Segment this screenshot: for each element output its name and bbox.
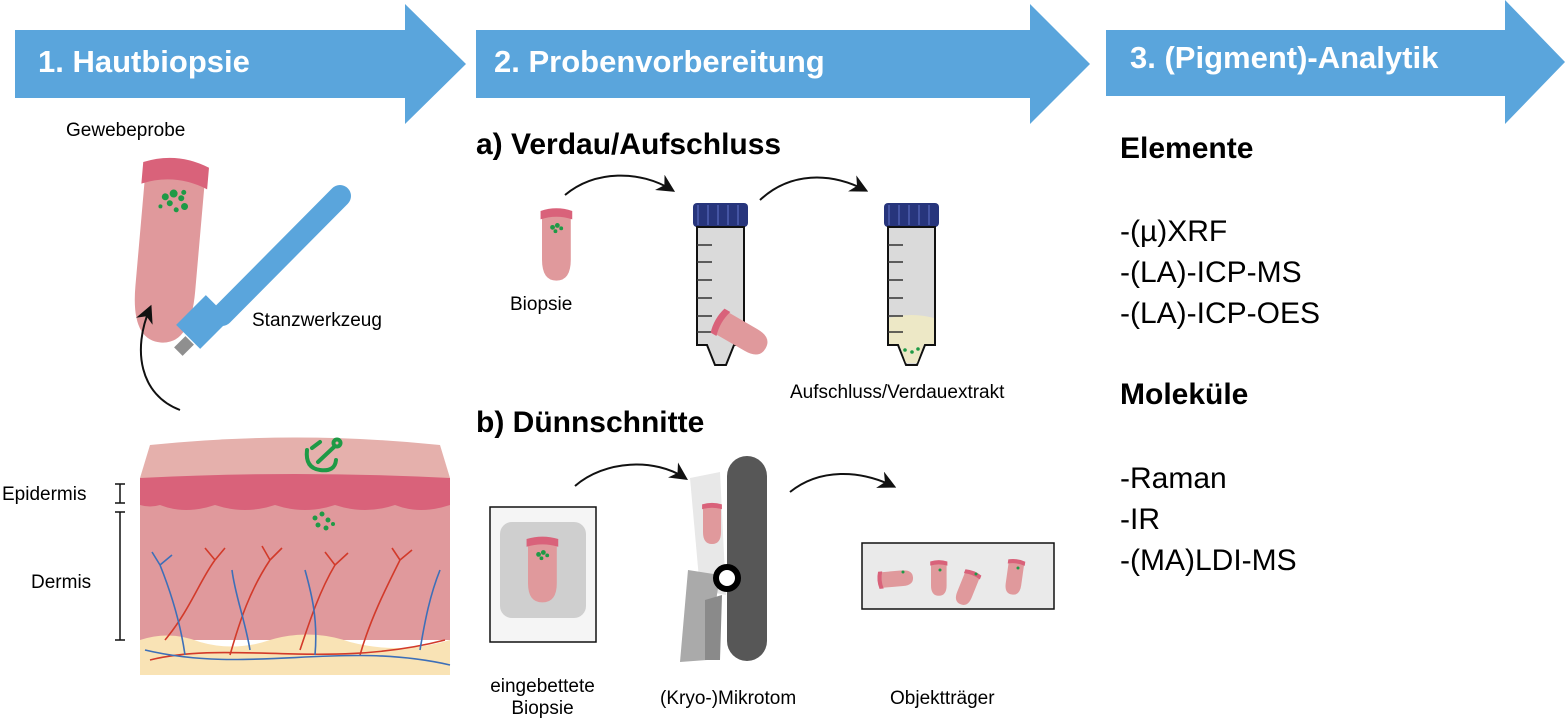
step-2-label: 2. Probenvorbereitung xyxy=(494,44,825,79)
digest-tube-icon xyxy=(693,203,773,366)
curved-arrow-up xyxy=(136,304,181,411)
extract-label: Aufschluss/Verdauextrakt xyxy=(790,382,1005,403)
embedded-label-line2: Biopsie xyxy=(511,698,574,719)
elements-method-2: -(LA)-ICP-MS xyxy=(1120,256,1302,289)
embedded-label-line1: eingebettete xyxy=(490,676,595,697)
sections-heading: b) Dünnschnitte xyxy=(476,406,705,439)
layer-brackets xyxy=(115,483,125,641)
tissue-sample xyxy=(127,155,210,346)
molecules-heading: Moleküle xyxy=(1120,378,1249,411)
molecules-method-2: -IR xyxy=(1120,503,1160,536)
epidermis-label: Epidermis xyxy=(2,484,87,505)
slide-icon xyxy=(861,542,1055,610)
biopsy-small xyxy=(540,208,573,281)
sample-label: Gewebeprobe xyxy=(66,120,186,141)
extract-tube-icon xyxy=(884,203,939,366)
step-arrow-3 xyxy=(1106,0,1565,124)
punch-tool-icon xyxy=(174,185,351,356)
arrow-embedded-to-microtome xyxy=(574,462,688,487)
anchor-tattoo-icon xyxy=(304,437,343,473)
embedded-label: eingebettete Biopsie xyxy=(470,676,615,720)
arrow-tube-to-extract xyxy=(759,175,869,201)
step-arrow-2 xyxy=(476,4,1090,124)
molecules-method-3: -(MA)LDI-MS xyxy=(1120,544,1297,577)
elements-method-3: -(LA)-ICP-OES xyxy=(1120,297,1321,330)
digest-heading: a) Verdau/Aufschluss xyxy=(476,128,782,161)
embedded-biopsy-icon xyxy=(489,506,597,643)
tool-label: Stanzwerkzeug xyxy=(252,310,382,331)
dermis-pigment-icon xyxy=(312,511,335,531)
pigment-dots-icon xyxy=(158,189,189,213)
microtome-label: (Kryo-)Mikrotom xyxy=(660,688,797,709)
step-1-label: 1. Hautbiopsie xyxy=(38,44,250,79)
elements-heading: Elemente xyxy=(1120,132,1254,165)
step-arrow-1 xyxy=(15,4,466,124)
step-3-label: 3. (Pigment)-Analytik xyxy=(1130,40,1439,75)
slide-label: Objektträger xyxy=(890,688,995,709)
microtome-icon xyxy=(680,456,767,662)
biopsy-label: Biopsie xyxy=(510,294,573,315)
skin-cross-section xyxy=(140,437,451,675)
dermis-label: Dermis xyxy=(31,572,92,593)
elements-method-1: -(µ)XRF xyxy=(1120,215,1228,248)
molecules-method-1: -Raman xyxy=(1120,462,1227,495)
arrow-biopsy-to-tube xyxy=(564,174,676,196)
arrow-microtome-to-slide xyxy=(789,471,897,493)
